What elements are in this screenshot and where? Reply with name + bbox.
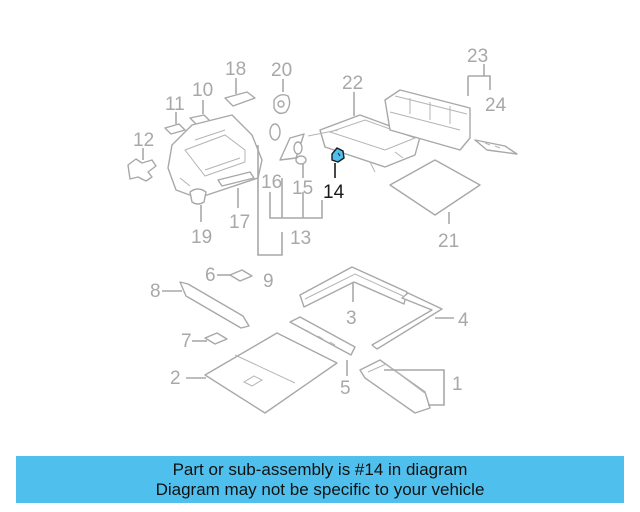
callout-6: 6 [205,265,216,286]
callout-4: 4 [458,310,469,331]
callout-24: 24 [485,95,507,116]
callout-17: 17 [229,212,250,233]
callout-8: 8 [150,281,161,302]
callout-10: 10 [192,80,213,101]
part-17-vent [217,171,255,208]
part-4-strip [371,292,454,350]
part-11-bracket [164,112,186,135]
callout-5: 5 [340,378,351,399]
callout-9: 9 [263,271,274,292]
callout-16: 16 [261,172,282,193]
part-6-pad [217,269,253,282]
part-19-clip [189,188,207,222]
callout-12: 12 [133,130,154,151]
callout-18: 18 [225,59,246,80]
part-3-panel [299,266,408,308]
info-banner: Part or sub-assembly is #14 in diagram D… [16,456,624,503]
part-10-bracket [189,100,211,125]
callout-labels: 1 2 3 4 5 6 7 8 9 10 11 12 13 14 15 16 1… [133,46,507,399]
callout-23: 23 [467,46,488,67]
callout-22: 22 [342,73,363,94]
part-20-hook [273,79,291,115]
banner-line-1: Part or sub-assembly is #14 in diagram [172,460,468,479]
callout-3: 3 [346,308,357,329]
part-8-rail [162,281,250,329]
callout-19: 19 [191,227,212,248]
callout-20: 20 [271,60,292,81]
callout-7: 7 [181,331,192,352]
callout-21: 21 [438,231,459,252]
part-12-clip [127,148,157,182]
part-2-floor-board [186,332,338,414]
part-7-pad [192,332,228,345]
part-21-cargo-mat [389,159,481,224]
callout-13: 13 [290,228,311,249]
callout-2: 2 [170,368,181,389]
parts-diagram: 1 2 3 4 5 6 7 8 9 10 11 12 13 14 15 16 1… [127,46,518,414]
callout-14-highlighted: 14 [323,182,345,203]
part-23-tonneau-cover [384,89,518,155]
banner-line-2: Diagram may not be specific to your vehi… [155,480,485,499]
callout-11: 11 [165,94,185,115]
part-15-16-lamp [279,133,307,178]
leader-lines-upper [257,64,491,256]
callout-15: 15 [292,178,313,199]
part-5-bracket [289,316,356,376]
callout-1: 1 [452,374,463,395]
part-18-block [224,78,256,107]
part-1-tray [359,359,445,414]
part-14-clip-highlighted [331,147,345,178]
